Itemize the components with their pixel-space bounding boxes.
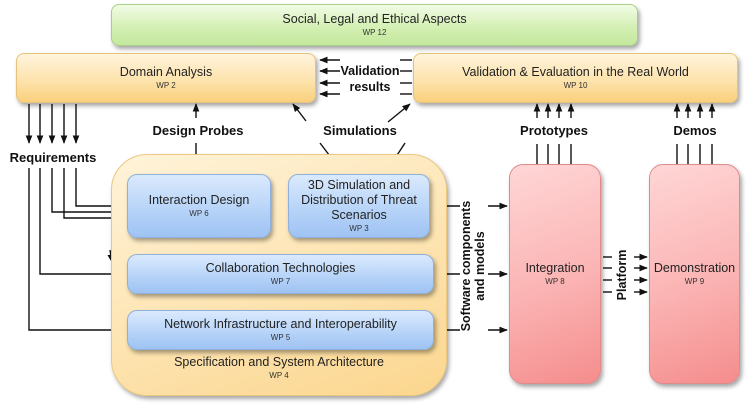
wp10-number: WP 10 <box>563 81 588 90</box>
wp4-title: Specification and System Architecture <box>174 355 384 369</box>
wp10-box[interactable]: Validation & Evaluation in the Real Worl… <box>413 53 738 103</box>
simulations-label: Simulations <box>323 123 397 138</box>
wp2-box[interactable]: Domain Analysis WP 2 <box>16 53 316 103</box>
wp6-box[interactable]: Interaction Design WP 6 <box>127 174 271 238</box>
wp9-box[interactable]: Demonstration WP 9 <box>649 164 740 384</box>
requirements-arrows <box>25 104 80 144</box>
wp9-title: Demonstration <box>653 261 736 275</box>
wp3-title: 3D Simulation and Distribution of Threat… <box>301 178 417 222</box>
validation-results-line1: Validation <box>340 64 400 78</box>
wp5-number: WP 5 <box>270 333 291 342</box>
wp4-number: WP 4 <box>269 371 289 380</box>
validation-results-label: Validation results <box>338 63 402 95</box>
platform-label: Platform <box>615 249 629 301</box>
wp7-title: Collaboration Technologies <box>205 261 356 275</box>
validation-results-arrows <box>319 56 412 98</box>
prototypes-label: Prototypes <box>520 123 588 138</box>
wp7-box[interactable]: Collaboration Technologies WP 7 <box>127 254 434 294</box>
wp6-number: WP 6 <box>189 209 209 218</box>
wp8-title: Integration <box>525 261 585 275</box>
wp6-title: Interaction Design <box>148 193 250 207</box>
platform-arrows <box>603 253 648 296</box>
wp2-number: WP 2 <box>156 81 176 90</box>
demos-arrows <box>673 103 716 164</box>
wp7-number: WP 7 <box>270 277 291 286</box>
validation-results-line2: results <box>349 80 391 94</box>
wp12-title: Social, Legal and Ethical Aspects <box>282 12 467 26</box>
software-components-label: Software components and models <box>459 196 489 336</box>
wp2-title: Domain Analysis <box>119 65 213 79</box>
prototypes-arrows <box>533 103 575 164</box>
wp5-box[interactable]: Network Infrastructure and Interoperabil… <box>127 310 434 350</box>
wp8-box[interactable]: Integration WP 8 <box>509 164 601 384</box>
wp10-title: Validation & Evaluation in the Real Worl… <box>462 65 689 79</box>
wp12-box[interactable]: Social, Legal and Ethical Aspects WP 12 <box>111 4 638 46</box>
wp3-box[interactable]: 3D Simulation and Distribution of Threat… <box>288 174 430 238</box>
software-components-line2: and models <box>473 231 487 301</box>
software-components-line1: Software components <box>459 200 473 332</box>
design-probes-label: Design Probes <box>152 123 244 138</box>
wp9-number: WP 9 <box>684 277 705 286</box>
wp8-number: WP 8 <box>545 277 565 286</box>
wp5-title: Network Infrastructure and Interoperabil… <box>164 317 397 331</box>
wp12-number: WP 12 <box>362 28 387 37</box>
demos-label: Demos <box>673 123 717 138</box>
wp3-number: WP 3 <box>349 224 369 233</box>
requirements-label: Requirements <box>9 150 97 165</box>
